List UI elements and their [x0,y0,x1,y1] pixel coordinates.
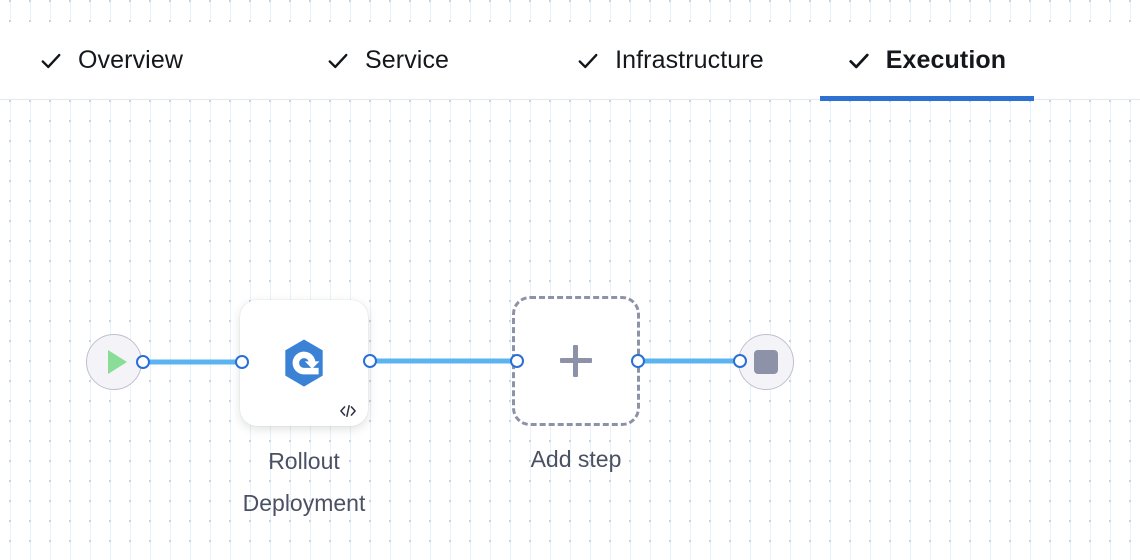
play-icon [107,350,127,374]
plus-icon [560,345,592,377]
tab-infrastructure[interactable]: Infrastructure [553,22,788,100]
port-add-input[interactable] [510,354,524,368]
pipeline-start-node[interactable] [86,334,142,390]
check-icon [848,50,870,72]
check-icon [577,50,599,72]
tab-execution-label: Execution [885,46,1007,74]
port-add-output[interactable] [631,354,645,368]
tab-service-label: Service [365,46,450,74]
port-step-input[interactable] [235,355,249,369]
tab-service[interactable]: Service [303,22,473,100]
port-end-input[interactable] [733,354,747,368]
start-circle [86,334,142,390]
rollout-deployment-icon [285,339,323,387]
check-icon [327,50,349,72]
port-start-output[interactable] [136,355,150,369]
check-icon [40,50,62,72]
pipeline-stage-tabs: Overview Service Infrastructure Executio… [0,22,1140,101]
tab-infrastructure-label: Infrastructure [615,46,764,74]
flow-edges [139,358,742,365]
stop-icon [754,350,778,374]
step-node-rollout-deployment[interactable] [240,300,368,426]
tab-execution[interactable]: Execution [819,22,1035,101]
tab-overview[interactable]: Overview [16,22,207,100]
tab-active-indicator [819,95,1035,101]
code-icon [339,403,357,419]
tab-overview-label: Overview [78,46,183,74]
execution-flow-graph: Rollout Deployment Add step [0,100,1140,560]
add-step-node[interactable] [512,296,640,426]
port-step-output[interactable] [363,354,377,368]
